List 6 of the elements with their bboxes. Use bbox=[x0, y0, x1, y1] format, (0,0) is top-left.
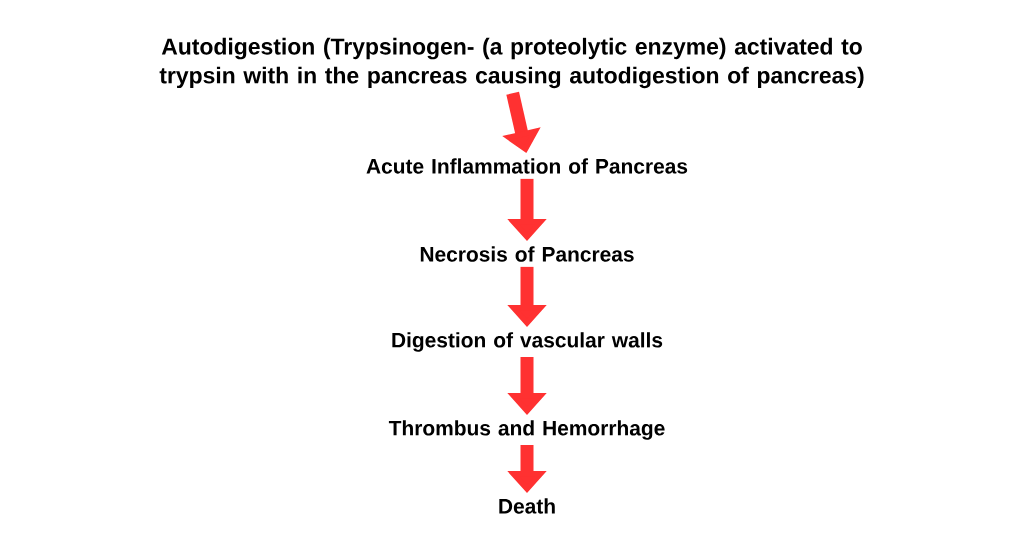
step-text: Necrosis of Pancreas bbox=[420, 246, 634, 262]
step-text: Autodigestion (Trypsinogen- (a proteolytic enzyme) activated to trypsin with in the pancreas causing autodigestion of pancreas) bbox=[159, 37, 864, 89]
step-text: Acute Inflammation of Pancreas bbox=[366, 158, 688, 174]
step-text: Thrombus and Hemorrhage bbox=[388, 420, 665, 440]
step-text: Digestion of vascular walls bbox=[392, 332, 663, 352]
step-text: Death bbox=[499, 498, 555, 514]
